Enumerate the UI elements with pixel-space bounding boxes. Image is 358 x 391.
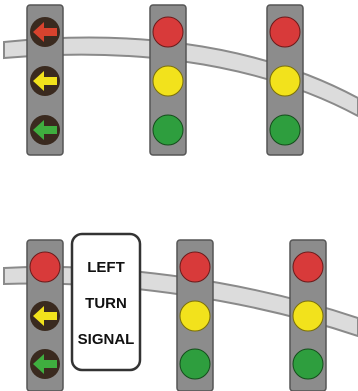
red-ball-lens	[293, 252, 323, 282]
green-ball-lens	[293, 349, 323, 379]
yellow-ball-lens	[270, 66, 300, 96]
yellow-ball-lens	[153, 66, 183, 96]
circular-signal-head	[177, 240, 213, 391]
circular-signal-head	[267, 5, 303, 155]
yellow-ball-lens	[180, 301, 210, 331]
red-ball-lens	[30, 252, 60, 282]
green-ball-lens	[180, 349, 210, 379]
circular-signal-head	[150, 5, 186, 155]
red-ball-lens	[153, 17, 183, 47]
green-ball-lens	[270, 115, 300, 145]
circular-signal-head	[290, 240, 326, 391]
yellow-ball-lens	[293, 301, 323, 331]
sign-line-1: LEFT	[87, 259, 125, 276]
sign-line-2: TURN	[85, 295, 127, 312]
left-turn-signal-sign: LEFT TURN SIGNAL	[72, 234, 140, 370]
mixed-signal-head	[27, 240, 63, 391]
sign-line-3: SIGNAL	[78, 331, 135, 348]
arrow-signal-head	[27, 5, 63, 155]
red-ball-lens	[270, 17, 300, 47]
red-ball-lens	[180, 252, 210, 282]
green-ball-lens	[153, 115, 183, 145]
